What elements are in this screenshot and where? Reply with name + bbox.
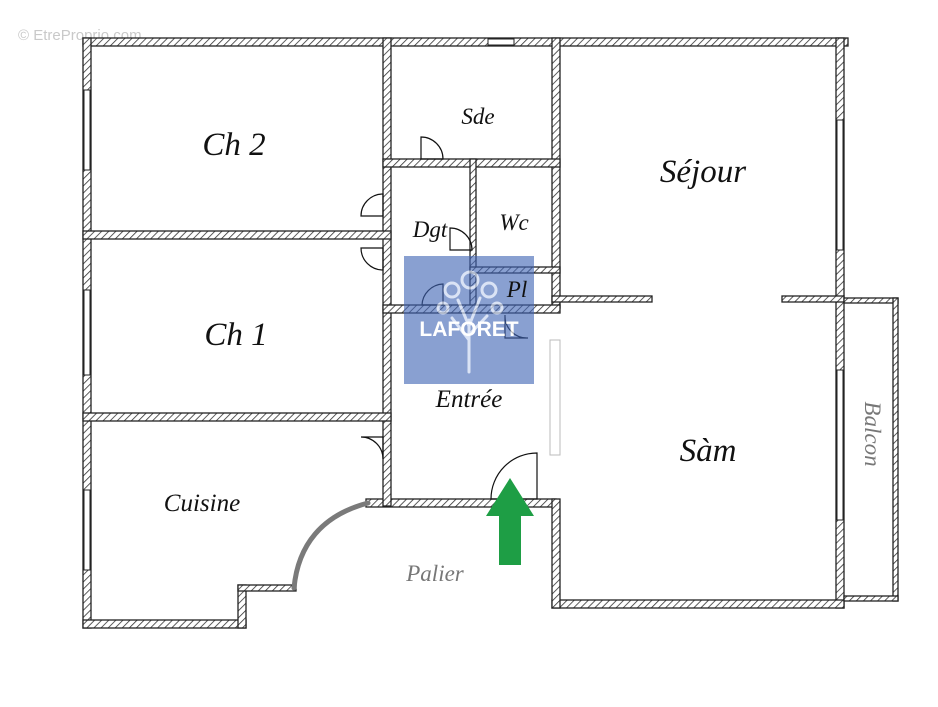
room-label-palier: Palier [405,561,465,586]
room-label-cuisine: Cuisine [164,490,240,517]
logo-text: LAFORET [419,318,518,341]
walls [82,37,899,629]
agency-logo: LAFORET [404,256,534,384]
room-label-entree: Entrée [435,386,503,413]
room-label-sde: Sde [461,104,494,129]
windows [83,38,844,571]
room-label-ch1: Ch 1 [204,317,267,353]
room-label-sam: Sàm [680,433,737,469]
room-label-balcon: Balcon [860,401,885,466]
room-label-sejour: Séjour [660,154,746,190]
room-label-wc: Wc [499,210,528,235]
room-label-ch2: Ch 2 [202,127,265,163]
room-label-dgt: Dgt [412,217,448,242]
entry-arrow-icon [486,478,534,565]
curved-wall [291,500,371,591]
tree-icon [436,270,504,374]
room-label-pl: Pl [506,277,527,302]
